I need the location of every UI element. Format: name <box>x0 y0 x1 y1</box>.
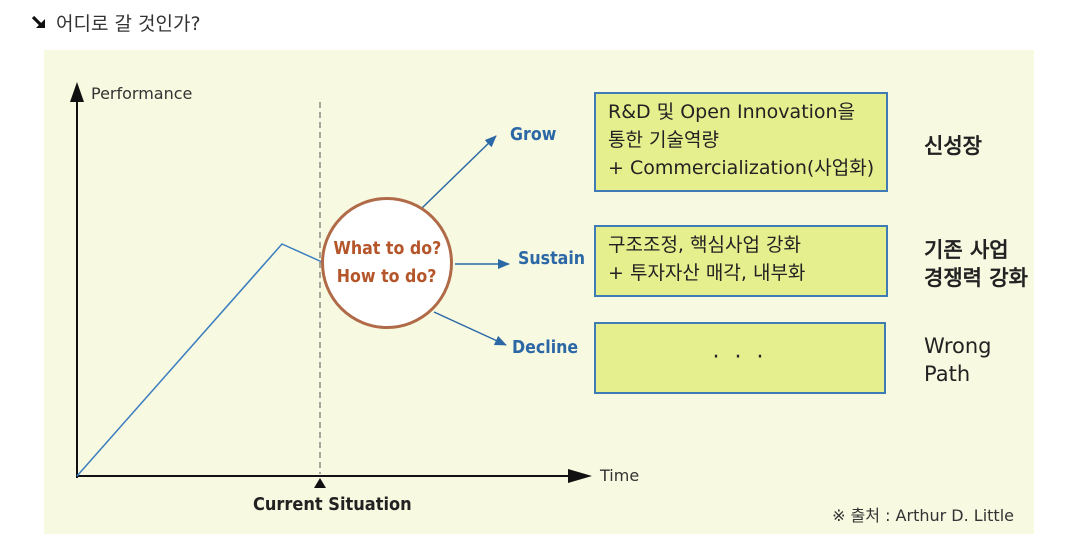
sustain-result-line: 경쟁력 강화 <box>924 266 1028 290</box>
decline-box-ellipsis: · · · <box>712 345 768 370</box>
branch-label-decline: Decline <box>512 337 579 358</box>
decline-result-line: Path <box>924 362 971 386</box>
x-axis-label: Time <box>600 466 640 485</box>
grow-box-line: R&D 및 Open Innovation을 <box>608 101 856 123</box>
branch-label-grow: Grow <box>510 124 557 145</box>
decision-circle: What to do? How to do? <box>321 197 453 329</box>
sustain-result: 기존 사업 경쟁력 강화 <box>924 236 1028 292</box>
grow-box: R&D 및 Open Innovation을 통한 기술역량 + Commerc… <box>594 92 888 192</box>
decision-line1: What to do? <box>333 238 441 259</box>
diagram-panel: Performance Time Current Situation What … <box>44 50 1034 534</box>
grow-result-line: 신성장 <box>924 134 982 158</box>
branch-label-sustain: Sustain <box>518 248 586 269</box>
y-axis-label: Performance <box>91 84 193 103</box>
arrow-down-right-icon <box>31 15 45 28</box>
source-note: ※ 출처 : Arthur D. Little <box>832 506 1014 525</box>
grow-box-line: 통한 기술역량 <box>608 129 719 151</box>
grow-box-line: + Commercialization(사업화) <box>608 157 875 179</box>
current-situation-marker <box>314 478 326 488</box>
section-heading: 어디로 갈 것인가? <box>30 8 201 36</box>
heading-text: 어디로 갈 것인가? <box>56 12 201 35</box>
grow-arrow <box>421 135 497 209</box>
decline-arrow <box>433 311 507 346</box>
grow-result: 신성장 <box>924 132 982 160</box>
decline-result-line: Wrong <box>924 334 992 358</box>
sustain-box: 구조조정, 핵심사업 강화 + 투자자산 매각, 내부화 <box>594 225 888 297</box>
y-axis-arrowhead <box>70 82 84 102</box>
decline-box: · · · <box>594 322 886 394</box>
sustain-result-line: 기존 사업 <box>924 238 1009 262</box>
x-axis-arrowhead <box>568 469 592 483</box>
decision-line2: How to do? <box>337 266 437 287</box>
current-situation-label: Current Situation <box>253 494 412 515</box>
performance-curve <box>76 243 323 477</box>
sustain-box-line: + 투자자산 매각, 내부화 <box>608 262 806 284</box>
diagram-lines <box>70 82 592 488</box>
decline-result: Wrong Path <box>924 332 991 388</box>
sustain-box-line: 구조조정, 핵심사업 강화 <box>608 234 801 256</box>
